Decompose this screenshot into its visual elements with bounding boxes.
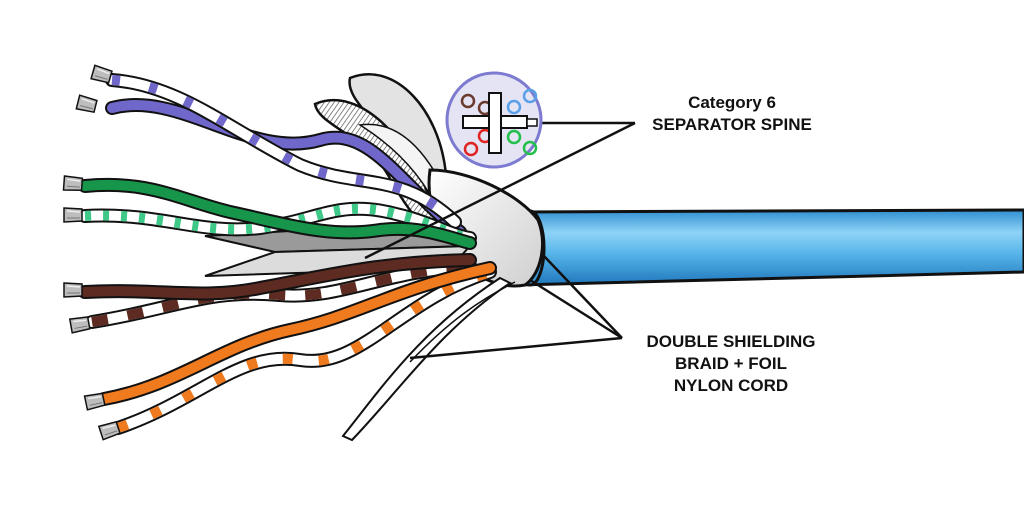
cable-jacket — [514, 208, 1024, 287]
shielding-label-line-1: DOUBLE SHIELDING — [646, 332, 816, 351]
orange-twisted-pair — [97, 261, 497, 435]
nylon-cord — [341, 276, 516, 442]
shielding-label-line-3: NYLON CORD — [673, 376, 789, 395]
shielding-label-line-2: BRAID + FOIL — [675, 354, 787, 373]
spine-label-line-1: Category 6 — [688, 93, 776, 112]
green-twisted-pair — [78, 177, 477, 250]
separator-spine-label: Category 6 SEPARATOR SPINE — [632, 92, 832, 136]
brown-twisted-pair — [78, 253, 477, 329]
conductor-tip-icon — [62, 64, 122, 441]
spine-label-line-2: SEPARATOR SPINE — [652, 115, 812, 134]
blue-twisted-pair — [105, 73, 467, 239]
callout-leader-lines — [364, 121, 636, 360]
cable-cross-section-icon — [445, 71, 543, 169]
shielding-label: DOUBLE SHIELDING BRAID + FOIL NYLON CORD — [626, 331, 836, 397]
